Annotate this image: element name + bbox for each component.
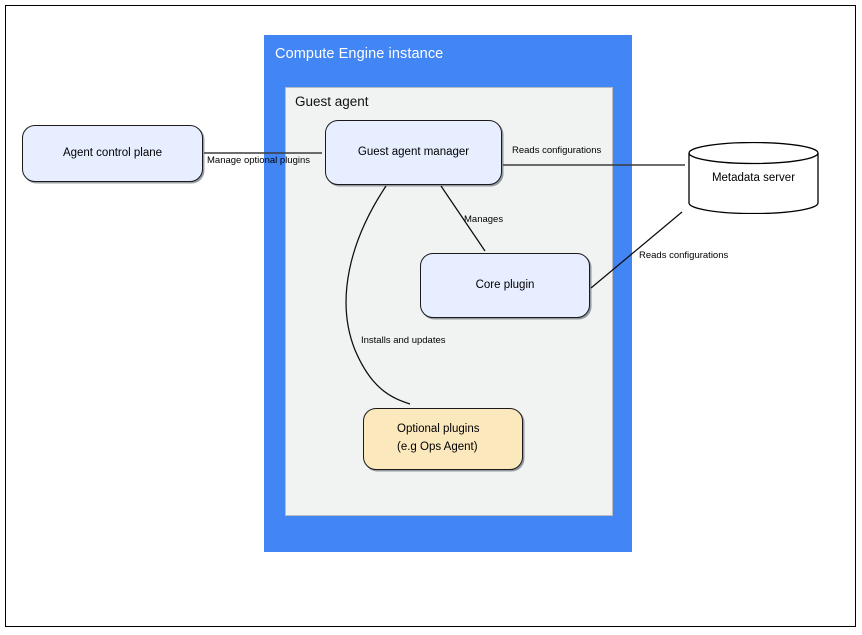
node-label-optional-plugins-line1: Optional plugins	[397, 423, 480, 436]
container-label-compute-engine-instance: Compute Engine instance	[275, 46, 444, 62]
edge-label-reads-configurations-manager: Reads configurations	[512, 145, 602, 156]
node-label-core-plugin: Core plugin	[475, 278, 535, 291]
edge-label-manage-optional-plugins: Manage optional plugins	[207, 155, 310, 166]
cylinder-shape-icon	[688, 142, 819, 214]
edge-label-manages: Manages	[464, 214, 504, 225]
node-agent-control-plane[interactable]: Agent control plane	[22, 125, 203, 182]
node-label-optional-plugins-line2: (e.g Ops Agent)	[397, 441, 478, 453]
node-label-agent-control-plane: Agent control plane	[62, 146, 163, 159]
node-metadata-server[interactable]: Metadata server	[688, 142, 819, 214]
edge-label-installs-and-updates: Installs and updates	[361, 335, 446, 346]
edge-label-reads-configurations-core: Reads configurations	[639, 250, 729, 261]
node-label-guest-agent-manager: Guest agent manager	[357, 145, 470, 158]
node-optional-plugins[interactable]: Optional plugins (e.g Ops Agent)	[363, 408, 523, 470]
node-label-metadata-server: Metadata server	[711, 172, 796, 184]
container-label-guest-agent: Guest agent	[295, 94, 369, 109]
node-guest-agent-manager[interactable]: Guest agent manager	[325, 120, 502, 185]
node-core-plugin[interactable]: Core plugin	[420, 253, 590, 318]
